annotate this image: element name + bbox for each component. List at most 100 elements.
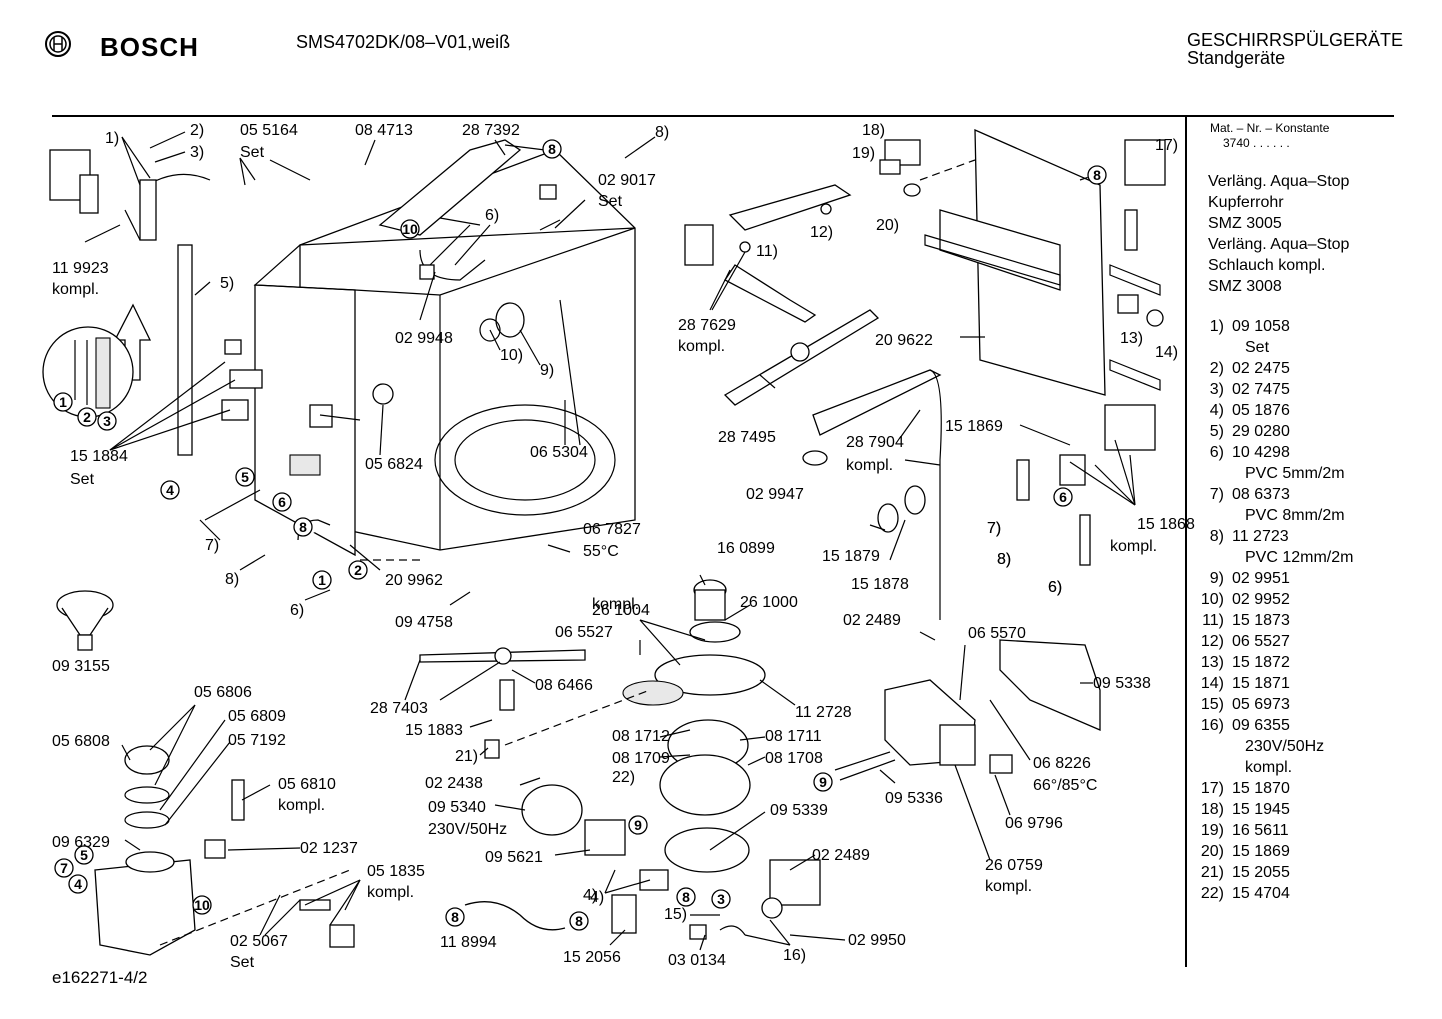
legend-part-number: 15 1872 [1232,654,1290,671]
legend-row: 18)15 1945 [1190,799,1290,820]
legend-row: 6)10 4298 [1190,442,1290,463]
legend-note: PVC 5mm/2m [1245,465,1345,482]
legend-number: 4) [1209,402,1224,419]
legend-part-number: 02 2475 [1232,360,1290,377]
part-callout: 02 9948 [395,330,453,347]
part-callout: 17) [1155,137,1178,154]
part-callout: 08 1712 [612,728,670,745]
circled-number: 1 [59,394,67,410]
legend-number: 16) [1200,717,1224,734]
drain-pump [689,859,821,940]
circled-reference: 2 [77,407,97,427]
part-callout: 26 1004 [592,602,650,619]
part-callout: 7) [987,520,1001,537]
legend-row: 2)02 2475 [1190,358,1290,379]
part-callout: 09 5336 [885,790,943,807]
part-callout: kompl. [278,797,325,814]
legend-note: kompl. [1245,759,1293,776]
circled-reference: 10 [400,219,420,239]
part-callout: 06 7827 [583,521,641,538]
part-callout: 66°/85°C [1033,777,1097,794]
circled-reference: 4 [160,480,180,500]
side-panel [879,128,1166,566]
brand-name: BOSCH [100,32,199,62]
part-callout: 11 2728 [795,704,852,721]
part-callout: 9) [540,362,554,379]
legend-number: 17) [1200,780,1224,797]
legend-note: PVC 12mm/2m [1245,549,1354,566]
part-callout: 03 0134 [668,952,726,969]
mat-value: 3740 . . . . . . [1223,136,1290,150]
legend-number: 21) [1200,864,1224,881]
part-callout: 8) [997,551,1011,568]
circled-number: 9 [634,817,642,833]
part-callout: 09 5340 [428,799,486,816]
legend-part-number: 02 7475 [1232,381,1290,398]
part-callout: 4) [590,889,604,906]
legend-row: 1)09 1058 [1190,316,1290,337]
circled-number: 10 [194,897,210,913]
sidebar-note: Verläng. Aqua–Stop [1208,236,1350,253]
part-callout: 8) [225,571,239,588]
part-callout: 11 8994 [440,934,497,951]
circled-reference: 1 [53,392,73,412]
legend-part-number: 08 6373 [1232,486,1290,503]
legend-row: 12)06 5527 [1190,631,1290,652]
circled-number: 9 [819,774,827,790]
part-callout: 6) [1048,579,1062,596]
spray-arms [419,309,942,665]
legend-note: PVC 8mm/2m [1245,507,1345,524]
part-callout: Set [240,144,265,161]
part-callout: 28 7495 [718,429,776,446]
legend-note: Set [1245,339,1270,356]
part-callout: 6) [1048,579,1062,596]
legend-divider [1185,117,1187,967]
legend-number: 8) [1209,528,1224,545]
circled-reference: 8 [1087,165,1107,185]
part-callout: kompl. [678,338,725,355]
circled-reference: 9 [628,815,648,835]
circled-number: 3 [103,413,111,429]
legend-number: 1) [1209,318,1224,335]
legend-number: 12) [1200,633,1224,650]
legend-part-number: 15 4704 [1232,885,1290,902]
legend-part-number: 29 0280 [1232,423,1290,440]
circled-reference: 3 [97,411,117,431]
part-callout: Set [230,954,255,971]
circled-reference: 4 [68,874,88,894]
circled-number: 8 [682,889,690,905]
circled-number: 2 [83,409,91,425]
legend-note: 230V/50Hz [1245,738,1325,755]
legend-part-number: 09 6355 [1232,717,1290,734]
legend-number: 9) [1209,570,1224,587]
part-callout: 26 0759 [985,857,1043,874]
legend-part-number: 15 1945 [1232,801,1290,818]
circled-number: 8 [299,519,307,535]
part-callout: 26 1000 [740,594,798,611]
part-callout: 19) [852,145,875,162]
legend-number: 19) [1200,822,1224,839]
part-callout: 14) [1155,344,1178,361]
circled-number: 1 [318,572,326,588]
part-callout: 5) [220,275,234,292]
circled-number: 5 [80,847,88,863]
part-callout: 08 4713 [355,122,413,139]
sidebar-note: Kupferrohr [1208,194,1284,211]
part-callout: 28 7403 [370,700,428,717]
circled-reference: 3 [711,889,731,909]
part-callout: 02 9947 [746,486,804,503]
part-callout: 08 1709 [612,750,670,767]
legend-part-number: 10 4298 [1232,444,1290,461]
circled-reference: 8 [569,911,589,931]
circled-number: 10 [402,221,418,237]
part-callout: 13) [1120,330,1143,347]
circled-reference: 8 [676,887,696,907]
circled-number: 4 [74,876,82,892]
legend-part-number: 02 9951 [1232,570,1290,587]
part-callout: 09 4758 [395,614,453,631]
part-callout: 15 2056 [563,949,621,966]
legend-row: 22)15 4704 [1190,883,1290,904]
circled-number: 4 [166,482,174,498]
funnel-part [56,590,114,651]
part-callout: 02 9950 [848,932,906,949]
